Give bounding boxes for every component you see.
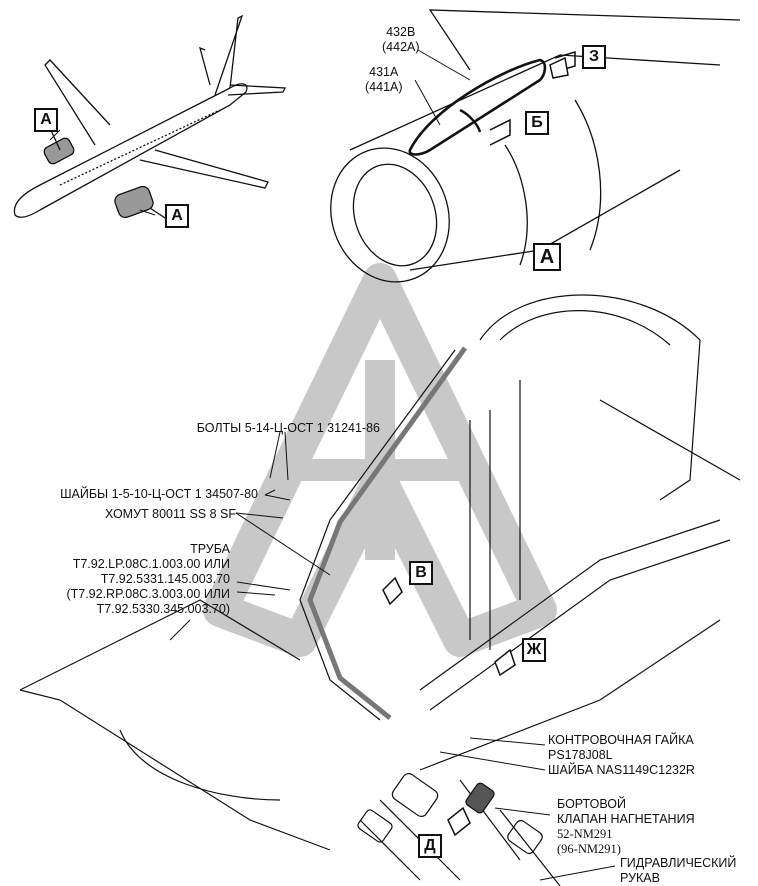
hose-line-2: РУКАВ: [620, 871, 660, 885]
label-hose: ГИДРАВЛИЧЕСКИЙ РУКАВ: [620, 856, 736, 886]
pipe-part-4: T7.92.5330.345.003.70): [96, 602, 230, 616]
panel-431-id: 431A: [369, 65, 399, 79]
engine-installation-detail: [19, 294, 741, 886]
view-arrows: [382, 56, 569, 837]
callout-view-a-main: A: [533, 243, 561, 271]
label-pipe: ТРУБА T7.92.LP.08C.1.003.00 ИЛИ T7.92.53…: [66, 542, 230, 617]
pipe-part-3: (T7.92.RP.08C.3.003.00 ИЛИ: [66, 587, 230, 601]
panel-432-id: 432B: [386, 25, 416, 39]
lock-nut-title: КОНТРОВОЧНАЯ ГАЙКА: [548, 733, 694, 747]
panel-label-431a: 431A (441A): [365, 65, 403, 95]
watermark-icon: [203, 263, 557, 657]
label-valve: БОРТОВОЙ КЛАПАН НАГНЕТАНИЯ 52-NM291 (96-…: [557, 797, 695, 857]
panel-432-alt: (442A): [382, 40, 420, 54]
valve-line-2: КЛАПАН НАГНЕТАНИЯ: [557, 812, 695, 826]
callout-view-z: З: [582, 45, 606, 69]
label-lock-nut: КОНТРОВОЧНАЯ ГАЙКА PS178J08L: [548, 733, 694, 763]
callout-view-a-left: A: [34, 108, 58, 132]
aircraft-overview: [13, 14, 287, 221]
pipe-part-1: T7.92.LP.08C.1.003.00 ИЛИ: [72, 557, 230, 571]
valve-part-1: 52-NM291: [557, 827, 613, 841]
pipe-title: ТРУБА: [190, 542, 230, 556]
callout-view-d: Д: [418, 834, 442, 858]
panel-431-alt: (441A): [365, 80, 403, 94]
label-clamp: ХОМУТ 80011 SS 8 SF: [105, 507, 236, 521]
callout-view-a-right: A: [165, 204, 189, 228]
engine-nacelle: [330, 9, 741, 283]
callout-view-zh: Ж: [522, 638, 546, 662]
valve-part-2: (96-NM291): [557, 842, 621, 856]
leader-lines: [49, 49, 616, 881]
callout-view-v: В: [409, 561, 433, 585]
hose-line-1: ГИДРАВЛИЧЕСКИЙ: [620, 856, 737, 870]
label-bolts: БОЛТЫ 5-14-Ц-ОСТ 1 31241-86: [196, 421, 380, 435]
panel-label-432b: 432B (442A): [382, 25, 420, 55]
lock-nut-part: PS178J08L: [548, 748, 613, 762]
valve-line-1: БОРТОВОЙ: [557, 797, 626, 811]
pipe-part-2: T7.92.5331.145.003.70: [100, 572, 230, 586]
callout-view-b: Б: [525, 111, 549, 135]
label-washers: ШАЙБЫ 1-5-10-Ц-ОСТ 1 34507-80: [60, 487, 258, 501]
label-washer-nas: ШАЙБА NAS1149C1232R: [548, 763, 695, 777]
